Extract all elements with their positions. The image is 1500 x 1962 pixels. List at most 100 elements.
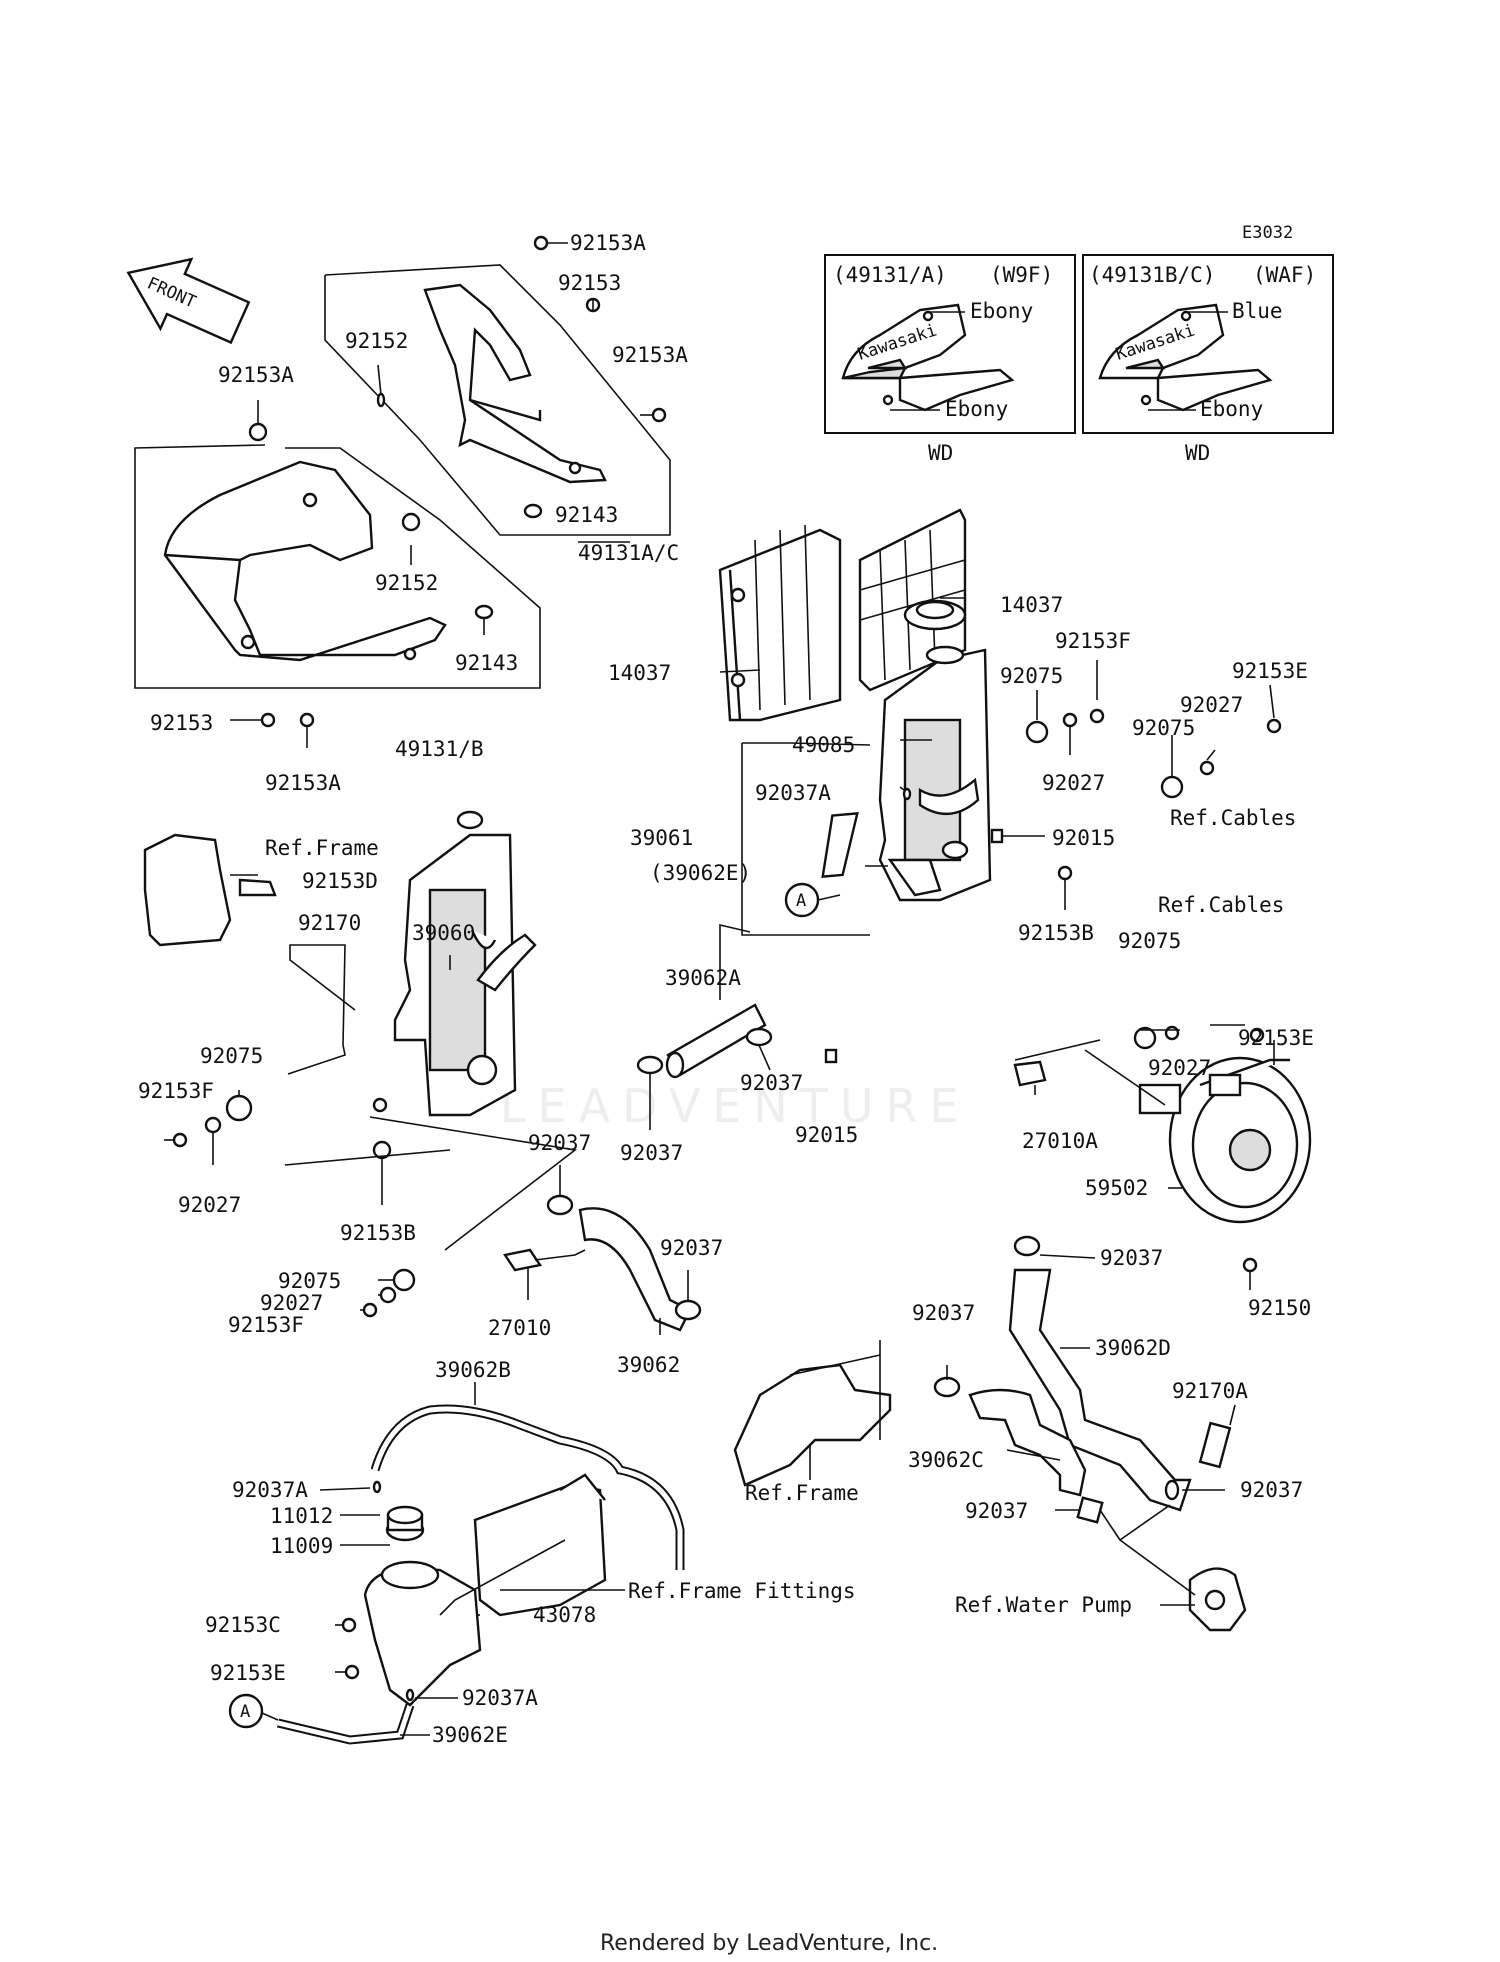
label-92153D: 92153D [302,869,378,893]
label-92037-4: 92037 [660,1236,723,1260]
variant-2-caption: WD [1185,441,1210,465]
variant-2-upper-color: Blue [1232,299,1283,323]
diagram-code: E3032 [1242,223,1293,243]
label-92027-1: 92027 [1180,693,1243,717]
label-39060: 39060 [412,921,475,945]
label-92153E-2: 92153E [1238,1026,1314,1050]
label-43078: 43078 [533,1603,596,1627]
label-92153E-1: 92153E [1232,659,1308,683]
hoses [276,812,1232,1745]
label-92027-2: 92027 [1042,771,1105,795]
label-92153B-1: 92153B [1018,921,1094,945]
label-refcables-2: Ref.Cables [1158,893,1284,917]
variant-2-model: (WAF) [1253,263,1316,287]
label-39062C: 39062C [908,1448,984,1472]
callout-a-bottom-letter: A [240,1702,250,1722]
label-92153F-2: 92153F [138,1079,214,1103]
label-92152-2: 92152 [375,571,438,595]
part-labels: 92153A 92153 92152 92153A 92153A 92143 4… [138,231,1314,1747]
variant-2-lower-color: Ebony [1200,397,1263,421]
label-92153B-2: 92153B [340,1221,416,1245]
label-39061: 39061 [630,826,693,850]
label-92037-8: 92037 [965,1499,1028,1523]
variant-1-model: (W9F) [990,263,1053,287]
label-49085: 49085 [792,733,855,757]
label-49131AC: 49131A/C [578,541,679,565]
footer-credit: Rendered by LeadVenture, Inc. [600,1931,938,1956]
watermark: LEADVENTURE [500,1079,971,1133]
front-arrow-icon: FRONT [126,257,251,345]
temp-sensor-27010A [1013,1060,1047,1087]
frame-ref-mid [733,1340,892,1487]
frame-ref-left [143,833,277,947]
label-92037-6: 92037 [912,1301,975,1325]
label-11009: 11009 [270,1534,333,1558]
label-92170: 92170 [298,911,361,935]
callout-a-bottom: A [228,1693,279,1729]
label-refframefittings: Ref.Frame Fittings [628,1579,856,1603]
label-92153C: 92153C [205,1613,281,1637]
callout-a-top-letter: A [796,891,806,911]
label-92037-2: 92037 [620,1141,683,1165]
label-27010: 27010 [488,1316,551,1340]
label-92153A-4: 92153A [265,771,341,795]
label-92143-2: 92143 [455,651,518,675]
shroud-inner-assembly [324,264,671,536]
label-92075-3: 92075 [1118,929,1181,953]
label-92037-3: 92037 [528,1131,591,1155]
label-92027-3: 92027 [178,1193,241,1217]
label-92153-1: 92153 [558,271,621,295]
label-49131B: 49131/B [395,737,484,761]
label-92015-1: 92015 [1052,826,1115,850]
label-92143-1: 92143 [555,503,618,527]
radiator-cap [903,599,967,631]
label-92037A-2: 92037A [232,1478,308,1502]
label-92153E-3: 92153E [210,1661,286,1685]
label-92150: 92150 [1248,1296,1311,1320]
variant-1-caption: WD [928,441,953,465]
label-27010A: 27010A [1022,1129,1098,1153]
label-refframe-2: Ref.Frame [745,1481,859,1505]
label-39062B: 39062B [435,1358,511,1382]
label-refcables-1: Ref.Cables [1170,806,1296,830]
label-92037-7: 92037 [1240,1478,1303,1502]
label-39062: 39062 [617,1353,680,1377]
label-refframe-1: Ref.Frame [265,836,379,860]
label-92027-5: 92027 [260,1291,323,1315]
label-39062E-1: (39062E) [650,861,751,885]
label-92153-2: 92153 [150,711,213,735]
label-92153F-3: 92153F [228,1313,304,1337]
label-92037-1: 92037 [740,1071,803,1095]
variant-1-lower-color: Ebony [945,397,1008,421]
label-14037-1: 14037 [1000,593,1063,617]
label-92037-5: 92037 [1100,1246,1163,1270]
variant-box-waf: (49131B/C) (WAF) Kawasaki Blue Ebony WD [1082,254,1334,465]
label-39062A: 39062A [665,966,741,990]
label-39062E-2: 39062E [432,1723,508,1747]
variant-1-upper-color: Ebony [970,299,1033,323]
label-92037A-1: 92037A [755,781,831,805]
label-92037A-3: 92037A [462,1686,538,1710]
leader-lines [164,242,1275,1736]
label-92153A-2: 92153A [612,343,688,367]
label-92015-2: 92015 [795,1123,858,1147]
label-92153A-1: 92153A [570,231,646,255]
radiator-guard-right [858,508,967,692]
cooling-fan [1138,1056,1312,1224]
callout-a-top: A [784,882,841,918]
label-92153F-1: 92153F [1055,629,1131,653]
label-92075-1: 92075 [1000,664,1063,688]
label-refwaterpump: Ref.Water Pump [955,1593,1132,1617]
temp-sensor-27010 [503,1248,586,1272]
radiator-guard-left [718,524,842,722]
radiator-right [878,645,992,902]
label-92170A: 92170A [1172,1379,1248,1403]
variant-box-w9f: (49131/A) (W9F) Kawasaki Ebony Ebony WD [824,254,1076,465]
shroud-outer-assembly [134,444,541,689]
label-59502: 59502 [1085,1176,1148,1200]
radiator-left [393,810,537,1117]
label-92075-2: 92075 [1132,716,1195,740]
frame-fittings [473,1473,607,1617]
label-39062D: 39062D [1095,1336,1171,1360]
